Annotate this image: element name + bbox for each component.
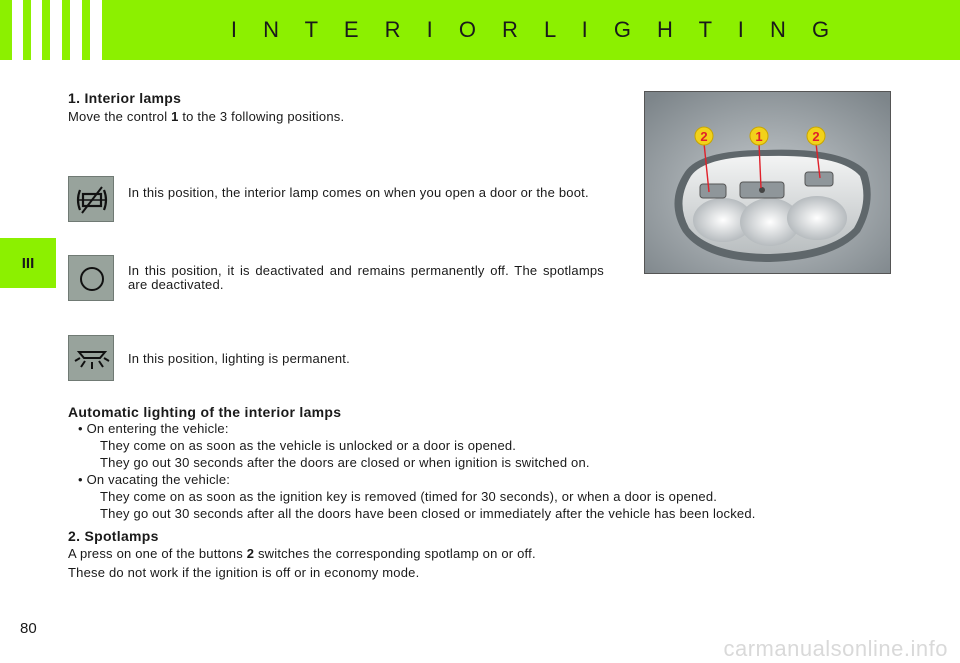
intro-text: to the 3 following positions.	[178, 109, 345, 124]
page-title: I N T E R I O R L I G H T I N G	[230, 17, 840, 42]
position-1-text: In this position, the interior lamp come…	[128, 185, 589, 200]
callout-2-right: 2	[806, 126, 826, 146]
header-band: I N T E R I O R L I G H T I N G	[0, 0, 960, 60]
section1-heading: 1. Interior lamps	[68, 90, 182, 106]
header-stripe	[50, 0, 62, 60]
callout-label: 2	[812, 129, 819, 144]
section2-line1: A press on one of the buttons 2 switches…	[68, 546, 536, 561]
list-item: They come on as soon as the ignition key…	[100, 489, 718, 504]
section2-heading: 2. Spotlamps	[68, 528, 159, 544]
list-item: • On entering the vehicle:	[78, 421, 229, 436]
page-number: 80	[20, 620, 37, 637]
list-item: They go out 30 seconds after the doors a…	[100, 455, 590, 470]
intro-text: Move the control	[68, 109, 172, 124]
line-bold: 2	[246, 546, 255, 561]
position-2-text: In this position, it is deactivated and …	[128, 263, 604, 292]
auto-heading: Automatic lighting of the interior lamps	[68, 404, 342, 420]
list-item: • On vacating the vehicle:	[78, 472, 231, 487]
callout-1: 1	[749, 126, 769, 146]
list-item: They go out 30 seconds after all the doo…	[100, 506, 756, 521]
lamp-on-icon	[68, 335, 114, 381]
line-text: switches the corresponding spotlamp on o…	[254, 546, 536, 561]
section1-intro: Move the control 1 to the 3 following po…	[68, 109, 344, 124]
door-lamp-icon	[68, 176, 114, 222]
intro-bold: 1	[171, 109, 179, 124]
lamp-off-icon	[68, 255, 114, 301]
list-item: They come on as soon as the vehicle is u…	[100, 438, 517, 453]
header-stripe	[31, 0, 42, 60]
callout-2-left: 2	[694, 126, 714, 146]
header-stripe	[70, 0, 82, 60]
header-stripe	[12, 0, 23, 60]
header-stripe	[90, 0, 102, 60]
auto-list: • On entering the vehicle: They come on …	[78, 420, 756, 522]
callout-label: 2	[700, 129, 707, 144]
chapter-tab: III	[0, 238, 56, 288]
position-3-text: In this position, lighting is permanent.	[128, 351, 350, 366]
watermark: carmanualsonline.info	[723, 636, 948, 661]
section2-line2: These do not work if the ignition is off…	[68, 565, 420, 580]
ceiling-lamp-photo: 2 1 2	[644, 91, 891, 274]
callout-label: 1	[755, 129, 762, 144]
line-text: A press on one of the buttons	[68, 546, 247, 561]
